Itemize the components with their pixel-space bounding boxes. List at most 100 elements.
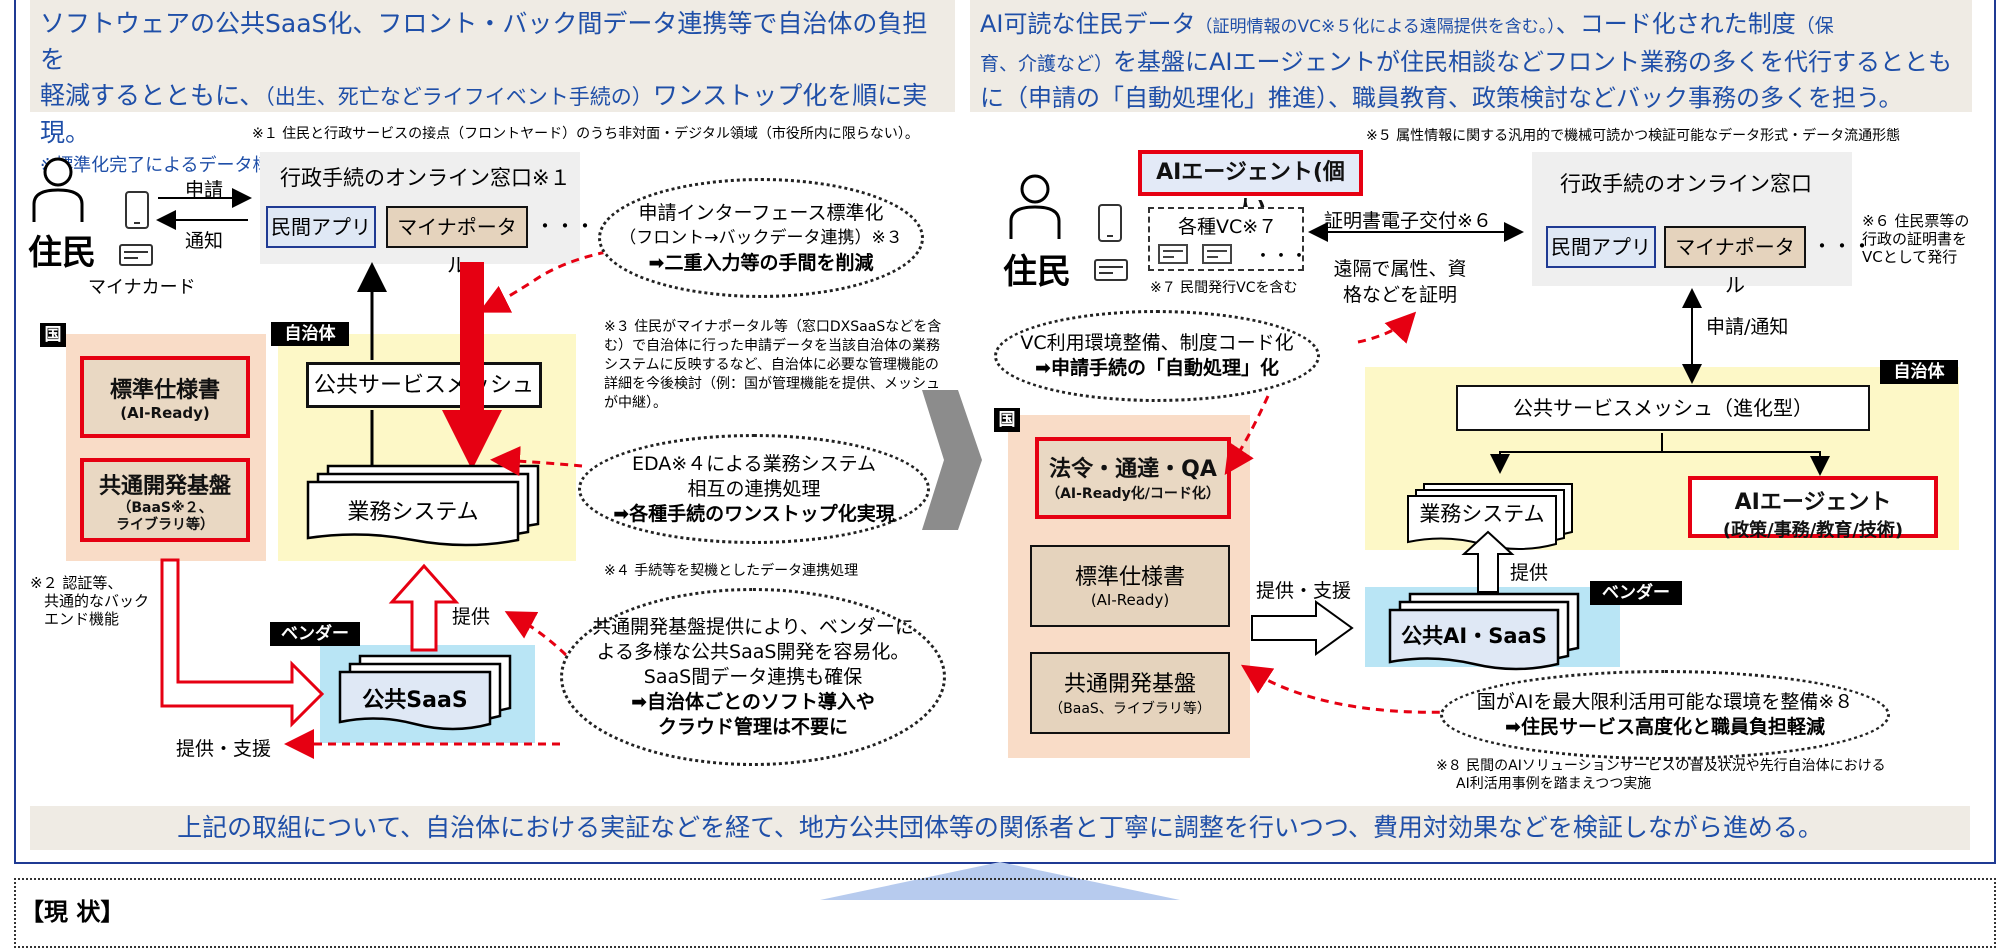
left-platform-box: 共通開発基盤 （BaaS※２、 ライブラリ等） [80,458,250,542]
right-provide-up-arrow [1461,530,1515,593]
left-provide-label: 提供 [452,606,491,628]
note-2: ※２ 認証等、 共通的なバック エンド機能 [30,574,150,628]
cloud-apply-interface: 申請インターフェース標準化 （フロント→バックデータ連携）※３ ➡二重入力等の手… [598,178,924,298]
right-platform-title: 共通開発基盤 [1063,672,1196,697]
card-icon [118,243,154,267]
current-status-label: 【現 状】 [20,898,125,926]
dashed-law-arrow [1224,395,1270,475]
dashed-cloud2-arrow [490,446,583,477]
right-header-line1b: （証明情報のVC※５化による遠隔提供を含む。） [1195,17,1556,37]
note-5: ※５ 属性情報に関する汎用的で機械可読かつ検証可能なデータ形式・データ流通形態 [1366,128,1901,144]
left-provide-support-label: 提供・支援 [176,738,272,760]
left-header-line2b: （出生、死亡などライフイベント手続の） [264,85,653,109]
right-mesh-box: 公共サービスメッシュ（進化型） [1456,385,1870,431]
left-private-app: 民間アプリ [266,206,376,248]
left-vendor-tag: ベンダー [270,622,360,646]
apply-notify-label: 申請/通知 [1706,316,1789,338]
right-header-line3: に（申請の「自動処理化」推進）、職員教育、政策検討などバック事務の多くを担う。 [980,84,1903,112]
person-icon-right [1005,173,1065,243]
left-dots: ・・・ [535,214,595,238]
right-provide-label: 提供 [1510,562,1549,584]
left-local-tag: 自治体 [271,322,349,346]
right-provide-support-arrow [1251,600,1354,656]
note-1: ※１ 住民と行政サービスの接点（フロントヤード）のうち非対面・デジタル領域（市役… [252,126,919,142]
right-local-tag: 自治体 [1880,360,1958,384]
right-dots: ・・・ [1812,234,1872,258]
left-online-window-title: 行政手続のオンライン窓口※１ [280,166,571,190]
current-status-box [14,878,1996,948]
right-header-line1d: （保 [1795,15,1834,37]
main-frame [14,0,1996,864]
cloud-platform: 共通開発基盤提供により、ベンダーに よる多様な公共SaaS開発を容易化。 Saa… [560,588,946,766]
left-platform-title: 共通開発基盤 [98,474,231,499]
right-platform-box: 共通開発基盤 （BaaS、ライブラリ等） [1030,652,1230,734]
left-saas-stack [338,654,512,731]
left-header-line2a: 軽減するとともに、 [40,81,265,110]
cloud-eda: EDA※４による業務システム 相互の連携処理 ➡各種手続のワンストップ化実現 [578,434,930,544]
note-8: ※８ 民間のAIソリューションサービスの普及状況や先行自治体における AI利活用… [1436,758,1886,792]
right-spec-title: 標準仕様書 [1074,565,1185,590]
right-online-window-title: 行政手続のオンライン窓口 [1560,172,1812,196]
cloud-ai-environment: 国がAIを最大限利活用可能な環境を整備※８ ➡住民サービス高度化と職員負担軽減 [1440,670,1890,760]
footer-banner: 上記の取組について、自治体における実証などを経て、地方公共団体等の関係者と丁寧に… [30,806,1970,850]
right-country-tag: 国 [994,408,1020,432]
notify-label: 通知 [185,230,224,252]
cert-issue-label: 証明書電子交付※６ [1324,210,1492,232]
remote-prove-label: 遠隔で属性、資格などを証明 [1333,258,1467,306]
right-ai-agent-l2: (政策/事務/教育/技術) [1722,520,1904,541]
right-saas-label: 公共AI・SaaS [1401,624,1547,648]
dashed-cloud1-arrow [478,250,607,313]
note-3: ※３ 住民がマイナポータル等（窓口DXSaaSなどを含む）で自治体に行った申請デ… [604,319,942,411]
right-spec-sub: (AI-Ready) [1090,591,1170,609]
transition-chevron [922,390,982,530]
right-ai-agent-personal: AIエージェント(個人) [1138,150,1363,223]
vc-card-icon-1 [1158,244,1188,264]
platform-to-saas-arrow [160,558,325,728]
left-business-system: 業務システム [347,500,479,525]
smartphone-icon-right [1097,203,1123,243]
left-platform-sub1: （BaaS※２、 [117,500,213,516]
left-mesh-box: 公共サービスメッシュ [306,362,542,408]
right-law-title: 法令・通達・QA [1049,457,1217,482]
left-platform-sub2: ライブラリ等） [116,517,214,533]
note-4: ※４ 手続等を契機としたデータ連携処理 [604,563,859,579]
provide-up-arrow [388,563,460,652]
left-resident-label: 住民 [28,233,96,273]
right-header-line1c: 、コード化された制度 [1555,10,1796,38]
dashed-cloud3-arrow [504,611,568,657]
left-header-line2c: ワンストップ化を順に実現。 [40,81,928,147]
person-icon [28,156,88,226]
red-down-arrow [442,262,502,470]
right-header-line2b: を基盤にAIエージェントが住民相談などフロント業務の多くを代行するととも [1113,48,1953,76]
right-law-box: 法令・通達・QA （AI-Ready化/コード化） [1035,437,1231,519]
right-system-stack [1407,483,1573,550]
right-resident-label: 住民 [1003,252,1071,292]
vc-dots: ・・・ [1254,246,1308,267]
card-icon-right [1093,258,1129,282]
right-ai-agent-box: AIエージェント (政策/事務/教育/技術) [1688,476,1938,541]
right-spec-box: 標準仕様書 (AI-Ready) [1030,545,1230,627]
right-platform-sub: （BaaS、ライブラリ等） [1049,701,1211,717]
right-private-app: 民間アプリ [1546,226,1656,268]
right-mynaportal: マイナポータル [1664,226,1806,297]
bottom-triangle [820,862,1180,900]
note-7: ※７ 民間発行VCを含む [1150,280,1298,296]
dashed-ai-cloud-arrow [1240,664,1455,714]
left-mynaportal: マイナポータル [386,206,528,277]
left-spec-title: 標準仕様書 [109,378,220,403]
left-spec-box: 標準仕様書 (AI-Ready) [80,356,250,438]
right-law-sub: （AI-Ready化/コード化） [1046,486,1220,502]
vc-label: 各種VC※７ [1178,216,1278,238]
left-spec-sub: (AI-Ready) [120,404,210,422]
right-saas-stack [1388,592,1580,671]
right-header: AI可読な住民データ（証明情報のVC※５化による遠隔提供を含む。）、コード化され… [970,0,1972,112]
right-vendor-tag: ベンダー [1590,581,1682,605]
cloud-vc: VC利用環境整備、制度コード化 ➡申請手続の「自動処理」化 [994,310,1320,402]
right-header-line1a: AI可読な住民データ [980,10,1196,38]
left-saas-label: 公共SaaS [362,688,468,713]
mynumber-card-label: マイナカード [88,277,196,298]
mesh-branch [1499,451,1830,476]
apply-label: 申請 [185,179,224,201]
left-header-line1: ソフトウェアの公共SaaS化、フロント・バック間データ連携等で自治体の負担を [40,9,928,74]
